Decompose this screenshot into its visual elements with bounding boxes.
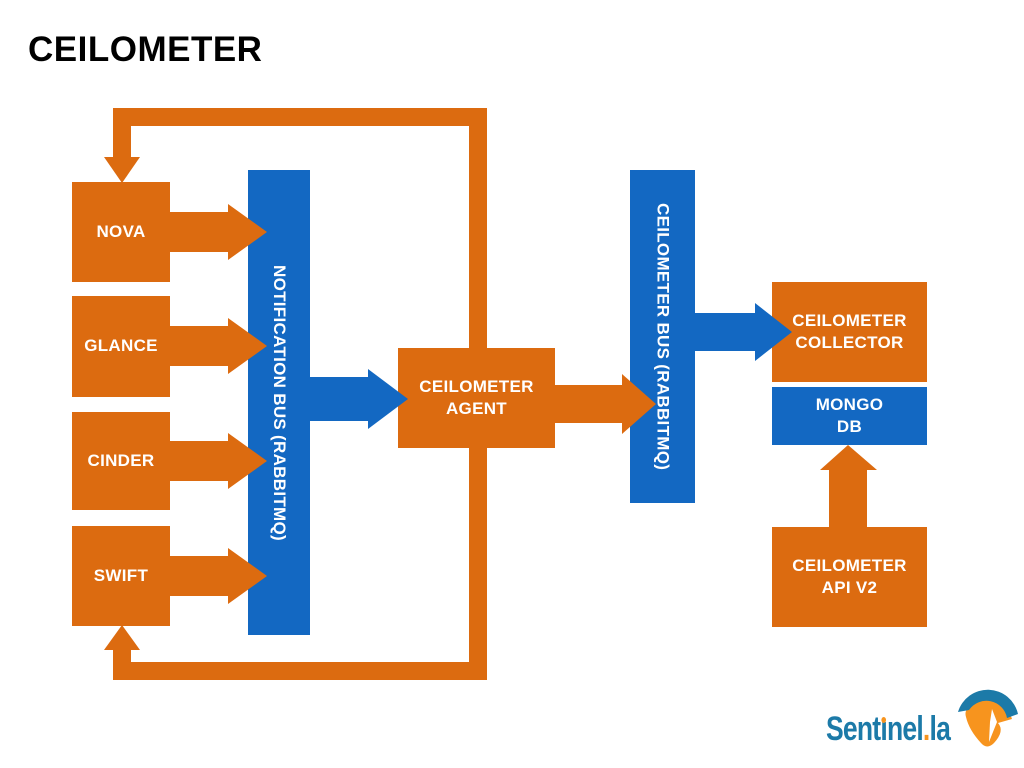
- node-cinder: CINDER: [72, 412, 170, 510]
- node-ceilometer-collector: CEILOMETER COLLECTOR: [772, 282, 927, 382]
- node-ceilometer-agent-label: CEILOMETER AGENT: [419, 376, 534, 418]
- arrowhead-into-nova: [104, 157, 140, 183]
- node-notification-bus-label: NOTIFICATION BUS (RABBITMQ): [270, 264, 289, 541]
- node-mongo-db-label: MONGO DB: [815, 394, 884, 436]
- node-glance-label: GLANCE: [84, 336, 158, 356]
- node-nova-label: NOVA: [96, 221, 146, 241]
- node-glance: GLANCE: [72, 296, 170, 397]
- node-ceilometer-agent: CEILOMETER AGENT: [398, 348, 555, 448]
- node-cinder-label: CINDER: [87, 450, 155, 470]
- logo-letter-i: ı: [880, 710, 887, 748]
- node-notification-bus: NOTIFICATION BUS (RABBITMQ): [248, 170, 310, 635]
- logo-text-dot: .: [922, 710, 930, 748]
- spartan-helmet-icon: [958, 689, 1018, 747]
- node-swift: SWIFT: [72, 526, 170, 626]
- node-nova: NOVA: [72, 182, 170, 282]
- helmet-eye-slit: [989, 709, 997, 742]
- page-title: CEILOMETER: [28, 30, 263, 69]
- node-ceilometer-bus: CEILOMETER BUS (RABBITMQ): [630, 170, 695, 503]
- helmet-crest: [958, 689, 1018, 718]
- node-ceilometer-api-v2: CEILOMETER API V2: [772, 527, 927, 627]
- logo-text-la: la: [929, 710, 951, 748]
- arrowhead-into-swift: [104, 625, 140, 650]
- node-ceilometer-api-v2-label: CEILOMETER API V2: [792, 555, 907, 597]
- node-swift-label: SWIFT: [93, 565, 149, 585]
- node-ceilometer-collector-label: CEILOMETER COLLECTOR: [792, 310, 907, 352]
- logo-text-nel: nel: [886, 710, 924, 748]
- logo-text-sent: Sent: [826, 710, 881, 748]
- node-ceilometer-bus-label: CEILOMETER BUS (RABBITMQ): [653, 202, 673, 471]
- logo-i-dot-icon: [881, 717, 886, 723]
- helmet-body: [965, 699, 1012, 747]
- node-mongo-db: MONGO DB: [772, 387, 927, 445]
